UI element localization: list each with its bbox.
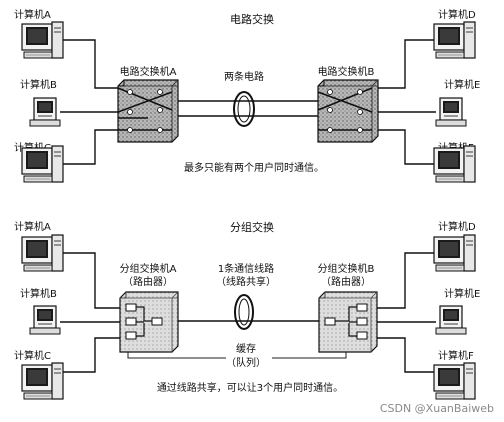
top-computer-c: [21, 145, 64, 183]
bottom-computer-d: [433, 234, 476, 272]
bottom-computer-a: [21, 234, 64, 272]
top-right-links: [378, 39, 436, 165]
bottom-computer-e-label: 计算机E: [444, 287, 480, 300]
bottom-computer-c-label: 计算机C: [14, 349, 51, 362]
bottom-computer-d-label: 计算机D: [438, 220, 476, 233]
switch-b-label: 电路交换机B: [318, 65, 375, 78]
packet-switch-a: [119, 291, 179, 353]
top-left-links: [60, 39, 118, 165]
bottom-computer-c: [21, 362, 64, 400]
bottom-right-links: [377, 252, 436, 373]
bottom-computer-f-label: 计算机F: [438, 349, 474, 362]
two-circuits-label: 两条电路: [224, 70, 264, 83]
packet-switch-b-label: 分组交换机B: [318, 262, 375, 275]
packet-switch-a-sub: （路由器）: [123, 275, 173, 288]
bottom-computer-b: [29, 305, 61, 335]
bottom-title: 分组交换: [230, 220, 274, 234]
circuit-switch-b: [317, 79, 379, 143]
shared-line-sub: （线路共享）: [216, 275, 276, 288]
top-computer-d-label: 计算机D: [438, 8, 476, 21]
top-computer-e: [435, 97, 467, 127]
packet-switch-a-label: 分组交换机A: [120, 262, 177, 275]
shared-line-ring: [234, 294, 254, 330]
bottom-computer-f: [433, 362, 476, 400]
watermark: CSDN @XuanBaiweb: [380, 402, 494, 415]
top-computer-e-label: 计算机E: [444, 78, 480, 91]
top-computer-b-label: 计算机B: [20, 78, 57, 91]
bottom-left-links: [60, 252, 120, 373]
buffer-label: 缓存: [236, 342, 256, 355]
circuit-switch-a: [117, 79, 179, 143]
bottom-caption: 通过线路共享，可以让3个用户同时通信。: [157, 381, 343, 394]
shared-line-label: 1条通信线路: [218, 262, 274, 275]
top-computer-a: [21, 21, 64, 59]
bottom-computer-a-label: 计算机A: [14, 220, 51, 233]
bottom-computer-b-label: 计算机B: [20, 287, 57, 300]
packet-switch-b: [318, 291, 378, 353]
circuit-bundle-ring: [233, 91, 255, 127]
packet-switch-b-sub: （路由器）: [321, 275, 371, 288]
top-computer-d: [433, 21, 476, 59]
top-computer-f: [433, 145, 476, 183]
bottom-computer-e: [435, 305, 467, 335]
top-title: 电路交换: [230, 12, 274, 26]
two-circuits: [178, 100, 318, 117]
top-computer-a-label: 计算机A: [14, 8, 51, 21]
top-caption: 最多只能有两个用户同时通信。: [184, 161, 324, 174]
top-computer-b: [29, 97, 61, 127]
switch-a-label: 电路交换机A: [120, 65, 177, 78]
buffer-sub: （队列）: [226, 356, 266, 369]
